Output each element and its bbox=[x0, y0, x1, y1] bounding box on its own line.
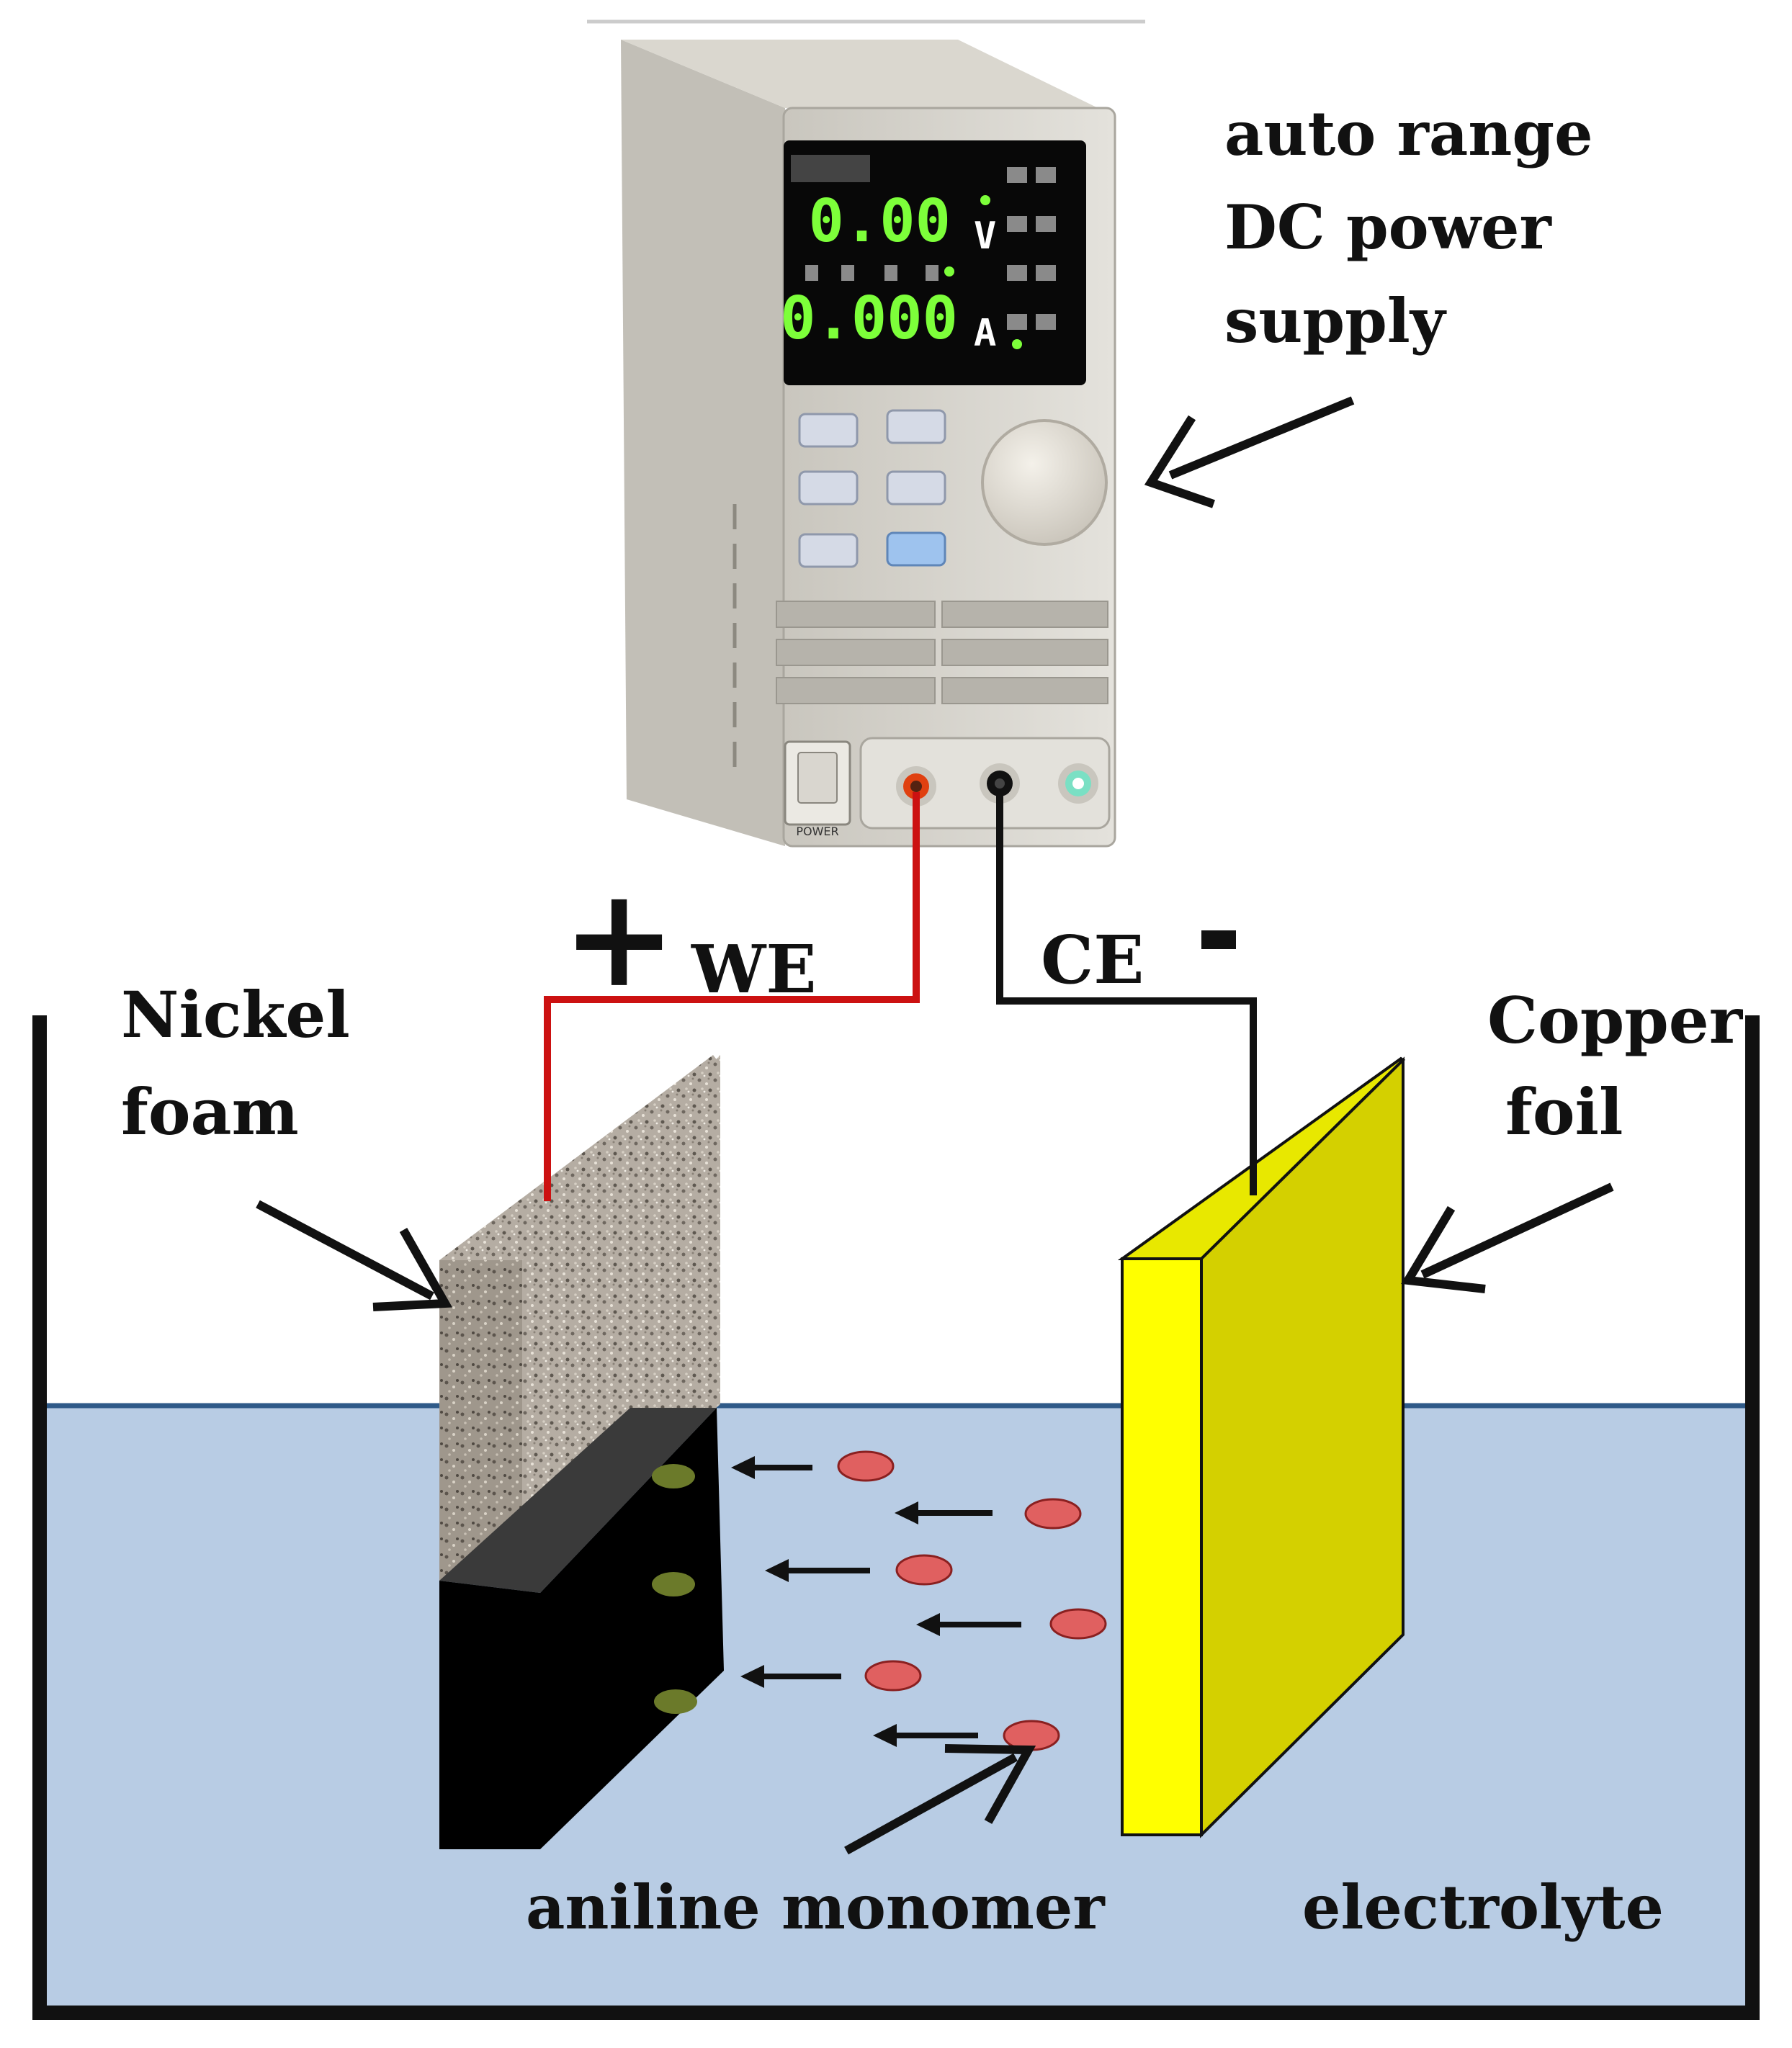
foam-front-face bbox=[439, 1260, 522, 1581]
migration-arrow bbox=[873, 1724, 978, 1747]
status-led bbox=[1012, 339, 1022, 349]
nickel-foam-pointer-arrow bbox=[256, 1200, 453, 1311]
local-button[interactable] bbox=[798, 470, 859, 506]
nickel-foam-label-line2: foam bbox=[121, 1074, 299, 1149]
migration-arrow bbox=[916, 1613, 1021, 1636]
nickel-foam-label-line1: Nickel bbox=[121, 977, 350, 1052]
status-led bbox=[944, 266, 954, 277]
current-unit: A bbox=[974, 312, 996, 355]
negative-terminal[interactable] bbox=[980, 763, 1020, 804]
copper-front-face bbox=[1121, 1257, 1203, 1836]
brand-badge bbox=[791, 155, 870, 182]
migration-arrow bbox=[765, 1559, 870, 1582]
aniline-monomer bbox=[895, 1554, 953, 1586]
electrolyte-tank bbox=[32, 1015, 1760, 2020]
tank-walls bbox=[32, 1015, 1760, 2020]
negative-sign bbox=[1201, 930, 1236, 949]
deposited-monomer bbox=[652, 1572, 695, 1596]
aniline-monomer-pointer-arrow bbox=[844, 1744, 1036, 1855]
front-vent-slots bbox=[776, 601, 1108, 704]
setup-button[interactable] bbox=[886, 470, 946, 506]
power-supply-label: auto range DC power supply bbox=[1224, 98, 1593, 356]
counter-electrode-label: CE bbox=[1041, 921, 1144, 999]
play-button[interactable] bbox=[886, 409, 946, 444]
power-supply-label-line1: auto range bbox=[1224, 98, 1593, 169]
migration-arrow bbox=[895, 1501, 993, 1524]
aniline-monomer bbox=[864, 1660, 922, 1692]
migration-arrow bbox=[740, 1665, 841, 1688]
aniline-monomer bbox=[1049, 1608, 1107, 1640]
negative-wire bbox=[996, 792, 1257, 1195]
power-switch-label: POWER bbox=[796, 825, 838, 838]
deposited-monomer bbox=[654, 1689, 697, 1714]
ground-terminal[interactable] bbox=[1058, 763, 1098, 804]
nickel-foam-electrode bbox=[439, 1055, 724, 1849]
power-supply-label-line3: supply bbox=[1224, 285, 1447, 356]
deposited-monomer bbox=[652, 1464, 695, 1488]
foam-side-face bbox=[522, 1055, 720, 1581]
electrolyte-liquid bbox=[40, 1404, 1751, 2008]
negative-sign-text: - bbox=[1219, 952, 1222, 960]
aniline-monomer bbox=[837, 1450, 895, 1482]
copper-foil-label-line1: Copper bbox=[1487, 983, 1744, 1058]
positive-terminal[interactable] bbox=[896, 766, 936, 807]
output-button[interactable] bbox=[886, 531, 946, 567]
voltage-readout: 0.00 bbox=[809, 187, 951, 256]
lcd-indicators bbox=[805, 167, 1056, 330]
power-supply-pointer-arrow bbox=[1144, 396, 1355, 508]
dc-power-supply: 0.00 V 0.000 A bbox=[621, 40, 1116, 848]
voltage-unit: V bbox=[974, 215, 996, 258]
keypad bbox=[798, 409, 946, 568]
copper-foil-label-line2: foil bbox=[1505, 1074, 1623, 1149]
coating-top-face bbox=[439, 1408, 717, 1593]
monomer-migration bbox=[731, 1450, 1107, 1751]
adjustment-knob[interactable] bbox=[981, 419, 1108, 546]
foam-top-face bbox=[439, 1055, 720, 1260]
supply-top-panel bbox=[621, 40, 1113, 115]
positive-sign: + bbox=[562, 857, 676, 1018]
supply-side-panel bbox=[621, 40, 785, 846]
status-led bbox=[980, 195, 990, 205]
shift-button[interactable] bbox=[798, 533, 859, 568]
electrolyte-label: electrolyte bbox=[1302, 1872, 1664, 1943]
aniline-monomer bbox=[1024, 1498, 1082, 1530]
current-readout: 0.000 bbox=[780, 284, 958, 353]
aniline-monomer-label: aniline monomer bbox=[526, 1872, 1106, 1943]
working-electrode-label: WE bbox=[691, 930, 816, 1008]
power-switch[interactable]: POWER bbox=[784, 740, 851, 838]
coating-front-face bbox=[439, 1581, 540, 1849]
copper-foil-pointer-arrow bbox=[1401, 1182, 1614, 1293]
recall-button[interactable] bbox=[798, 413, 859, 448]
coating-side-face bbox=[540, 1408, 724, 1849]
positive-wire bbox=[544, 792, 920, 1201]
power-supply-label-line2: DC power bbox=[1224, 192, 1552, 263]
copper-foil-electrode bbox=[1117, 1056, 1406, 1838]
copper-side-face bbox=[1200, 1056, 1405, 1838]
migration-arrow bbox=[731, 1456, 812, 1479]
